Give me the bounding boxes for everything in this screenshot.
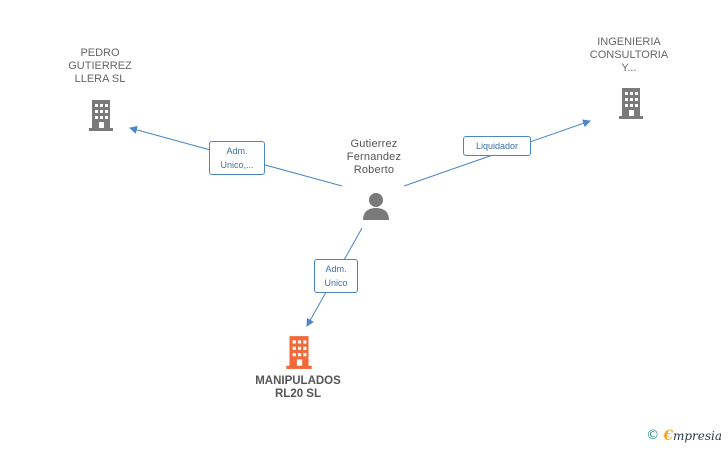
node-label-manipulados[interactable]: MANIPULADOS RL20 SL xyxy=(255,375,341,400)
brand-logo[interactable]: €mpresia xyxy=(663,428,722,444)
node-label-pedro[interactable]: PEDRO GUTIERREZ LLERA SL xyxy=(68,47,132,85)
copyright-icon: © xyxy=(646,428,660,443)
footer-brand: © €mpresia xyxy=(646,428,722,444)
brand-logo-e: € xyxy=(663,428,673,444)
edge-label-to-manipulados[interactable]: Adm. Unico xyxy=(314,259,358,293)
person-icon[interactable] xyxy=(361,191,391,221)
edge-label-to-pedro[interactable]: Adm. Unico,... xyxy=(209,141,265,175)
building-icon[interactable] xyxy=(86,98,116,132)
brand-logo-text: mpresia xyxy=(672,429,722,443)
building-icon[interactable] xyxy=(616,86,646,120)
building-icon[interactable] xyxy=(283,334,315,370)
node-label-person[interactable]: Gutierrez Fernandez Roberto xyxy=(346,138,402,176)
node-label-ingenieria[interactable]: INGENIERIA CONSULTORIA Y... xyxy=(589,36,669,74)
edge-label-to-ingenieria[interactable]: Liquidador xyxy=(463,136,531,156)
